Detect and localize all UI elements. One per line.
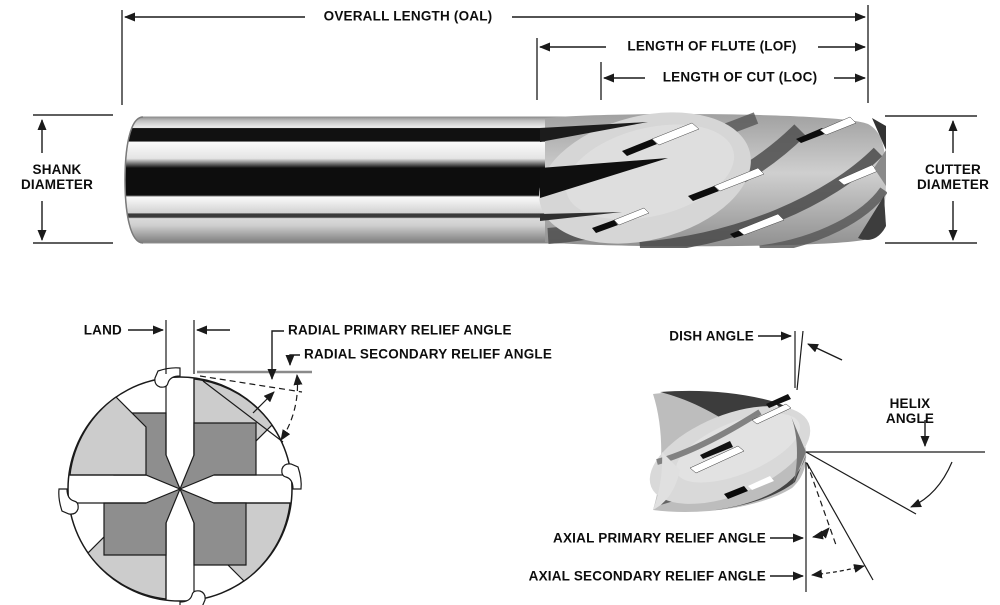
end-mill-cross-section-end-view <box>58 320 312 605</box>
helix-angle-construction <box>805 420 985 515</box>
end-mill-tip-side-view <box>649 330 985 592</box>
flute-section <box>539 112 887 248</box>
land-dimension <box>128 320 230 374</box>
shank-diameter-dimension <box>33 114 113 244</box>
length-of-cut-label: LENGTH OF CUT (LOC) <box>662 69 818 85</box>
axial-secondary-relief-angle-label: AXIAL SECONDARY RELIEF ANGLE <box>528 568 766 584</box>
loc-dimension <box>600 62 866 100</box>
helix-angle-label: HELIX ANGLE <box>885 396 935 426</box>
land-label: LAND <box>83 322 122 338</box>
radial-relief-construction <box>197 330 312 443</box>
cutter-diameter-label: CUTTER DIAMETER <box>916 162 990 192</box>
end-mill-side-view <box>33 5 977 248</box>
axial-relief-construction <box>770 462 874 592</box>
shank <box>124 116 571 244</box>
oal-dimension <box>121 5 869 105</box>
length-of-flute-label: LENGTH OF FLUTE (LOF) <box>627 38 797 54</box>
lof-dimension <box>536 38 866 100</box>
dish-angle-label: DISH ANGLE <box>669 328 754 344</box>
axial-primary-relief-angle-label: AXIAL PRIMARY RELIEF ANGLE <box>553 530 766 546</box>
shank-diameter-label: SHANK DIAMETER <box>20 162 94 192</box>
radial-primary-relief-angle-label: RADIAL PRIMARY RELIEF ANGLE <box>288 322 512 338</box>
tip-mill-art <box>649 390 811 512</box>
cutter-diameter-dimension <box>885 115 977 244</box>
overall-length-label: OVERALL LENGTH (OAL) <box>323 8 493 24</box>
dish-angle-construction <box>758 330 843 391</box>
shank-end-cap <box>124 116 144 244</box>
radial-secondary-relief-angle-label: RADIAL SECONDARY RELIEF ANGLE <box>304 346 553 362</box>
